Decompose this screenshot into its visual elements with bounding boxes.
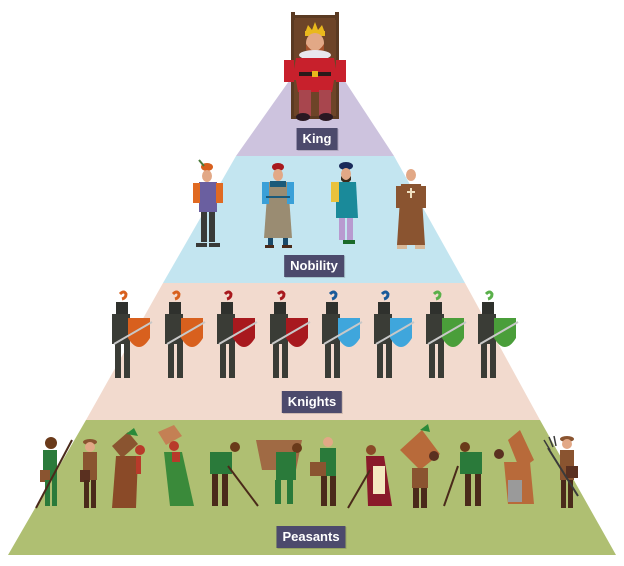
knight-6-figure	[374, 290, 415, 378]
peasant-2-figure	[80, 439, 97, 508]
peasant-6-figure	[256, 440, 302, 504]
knight-2-figure	[165, 290, 206, 378]
knight-3-figure	[217, 290, 258, 378]
peasant-9-figure	[400, 424, 440, 508]
noble-3-figure	[331, 162, 358, 244]
monk-figure	[396, 169, 426, 249]
peasant-10-figure	[443, 442, 482, 507]
peasant-4-figure	[158, 425, 194, 506]
knight-4-figure	[270, 290, 311, 378]
peasant-3-figure	[112, 428, 145, 508]
knights-row	[112, 290, 519, 378]
noble-1-figure	[193, 159, 223, 247]
knight-8-figure	[478, 290, 519, 378]
knight-1-figure	[112, 290, 153, 378]
peasant-8-figure	[347, 445, 392, 509]
peasant-7-figure	[310, 437, 336, 506]
tier-nobility-band	[163, 156, 465, 283]
tier-label-knights: Knights	[281, 391, 343, 413]
peasants-row	[35, 424, 579, 509]
noble-2-figure	[262, 163, 294, 248]
tier-label-peasants: Peasants	[276, 526, 346, 548]
tier-label-nobility: Nobility	[284, 255, 344, 277]
knight-5-figure	[322, 290, 363, 378]
king-figure	[284, 12, 346, 121]
knight-7-figure	[426, 290, 467, 378]
tier-label-king: King	[296, 128, 338, 150]
peasant-5-figure	[210, 442, 259, 507]
peasant-11-figure	[494, 430, 534, 504]
peasant-1-figure	[35, 437, 73, 509]
peasant-12-figure	[543, 435, 579, 508]
